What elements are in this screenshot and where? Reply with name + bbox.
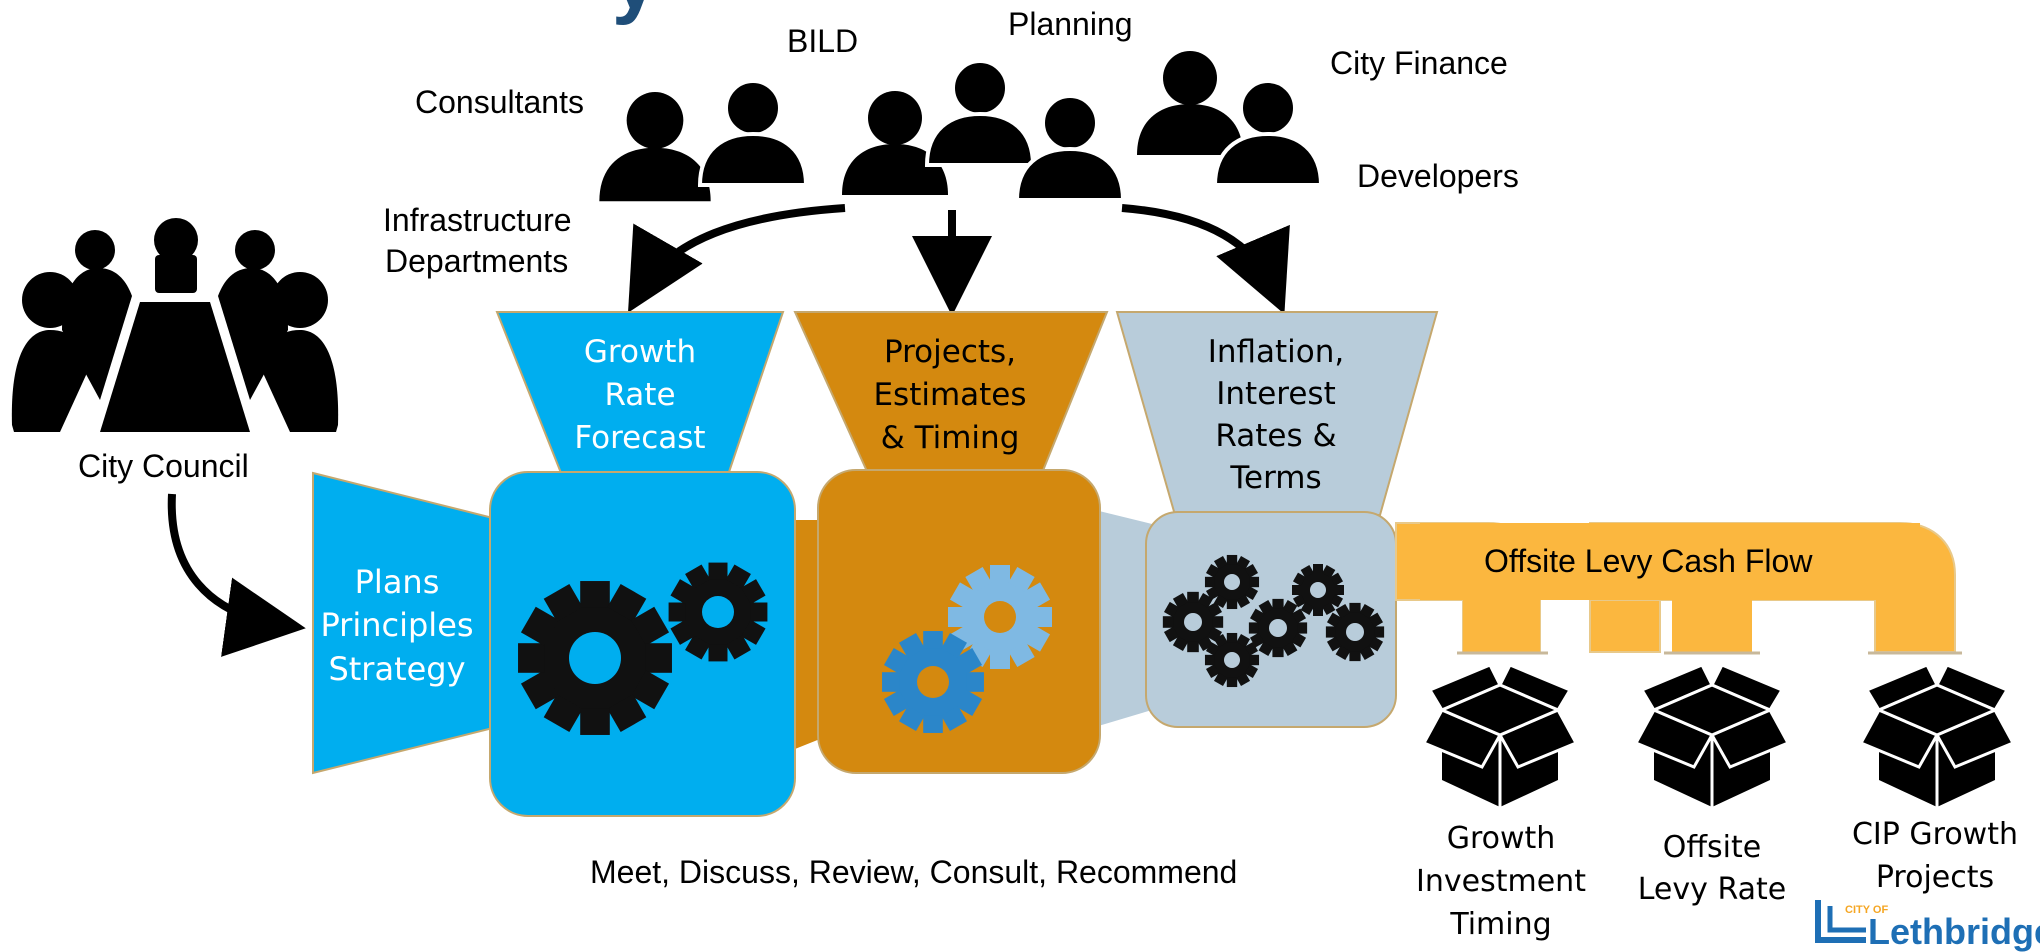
planning-people-icon (842, 59, 1125, 202)
infrastructure-label-line1: Infrastructure (383, 202, 572, 238)
offsite-levy-box-icon (1634, 663, 1790, 809)
growth-investment-line-3: Timing (1449, 907, 1551, 942)
city-finance-label: City Finance (1330, 45, 1508, 81)
growth-line-2: Rate (604, 377, 675, 413)
infrastructure-label-line2: Departments (385, 243, 568, 279)
city-council-label: City Council (78, 448, 249, 484)
city-council-icon (11, 218, 339, 432)
consultants-label: Consultants (415, 84, 584, 120)
cip-growth-line-2: Projects (1876, 860, 1994, 895)
arrow-to-inflation (1121, 204, 1290, 315)
lethbridge-logo-name: Lethbridge (1868, 911, 2040, 952)
projects-line-1: Projects, (884, 334, 1016, 370)
output-labels: Growth Investment Timing Offsite Levy Ra… (1416, 817, 2018, 942)
inflation-line-3: Rates & (1215, 418, 1336, 454)
inflation-hopper-text: Inflation, Interest Rates & Terms (1208, 334, 1345, 496)
growth-line-1: Growth (584, 334, 696, 370)
lethbridge-logo-mark (1815, 900, 1866, 943)
projects-line-3: & Timing (881, 420, 1020, 456)
offsite-levy-line-1: Offsite (1663, 830, 1761, 865)
planning-label: Planning (1008, 6, 1133, 42)
growth-investment-line-1: Growth (1447, 821, 1556, 856)
arrow-council-to-plans (167, 493, 306, 657)
plans-line-2: Principles (320, 606, 473, 644)
finance-people-icon (1137, 51, 1323, 187)
lethbridge-logo: CITY OF Lethbridge (1815, 900, 2040, 952)
lethbridge-logo-small: CITY OF (1845, 904, 1888, 916)
plans-funnel-text: Plans Principles Strategy (320, 563, 473, 688)
bild-label: BILD (787, 23, 858, 59)
growth-hopper-text: Growth Rate Forecast (574, 334, 705, 456)
process-caption: Meet, Discuss, Review, Consult, Recommen… (590, 854, 1237, 890)
plans-line-3: Strategy (328, 650, 465, 688)
projects-gears-icon (882, 565, 1052, 733)
inflation-line-2: Interest (1216, 376, 1335, 412)
inflation-hopper (1115, 311, 1439, 516)
inflation-line-4: Terms (1229, 460, 1321, 496)
inflation-gears-icon (1162, 554, 1385, 688)
offsite-levy-line-2: Levy Rate (1638, 872, 1786, 907)
projects-hopper-text: Projects, Estimates & Timing (873, 334, 1026, 456)
consultants-people-icon (599, 79, 808, 202)
developers-label: Developers (1357, 158, 1519, 194)
stakeholder-people-icons (599, 51, 1323, 202)
growth-investment-line-2: Investment (1416, 864, 1586, 899)
cash-flow-label: Offsite Levy Cash Flow (1484, 543, 1813, 579)
cip-growth-line-1: CIP Growth (1852, 817, 2018, 852)
inflation-line-1: Inflation, (1208, 334, 1345, 370)
title-fragment: y (612, 0, 658, 26)
growth-gears-icon (518, 562, 768, 735)
cip-growth-box-icon (1859, 663, 2015, 809)
projects-line-2: Estimates (873, 377, 1026, 413)
arrow-to-growth (627, 204, 846, 313)
growth-line-3: Forecast (574, 420, 705, 456)
growth-investment-box-icon (1422, 663, 1578, 809)
connector-greyblue (1095, 510, 1152, 727)
plans-line-1: Plans (355, 563, 440, 601)
